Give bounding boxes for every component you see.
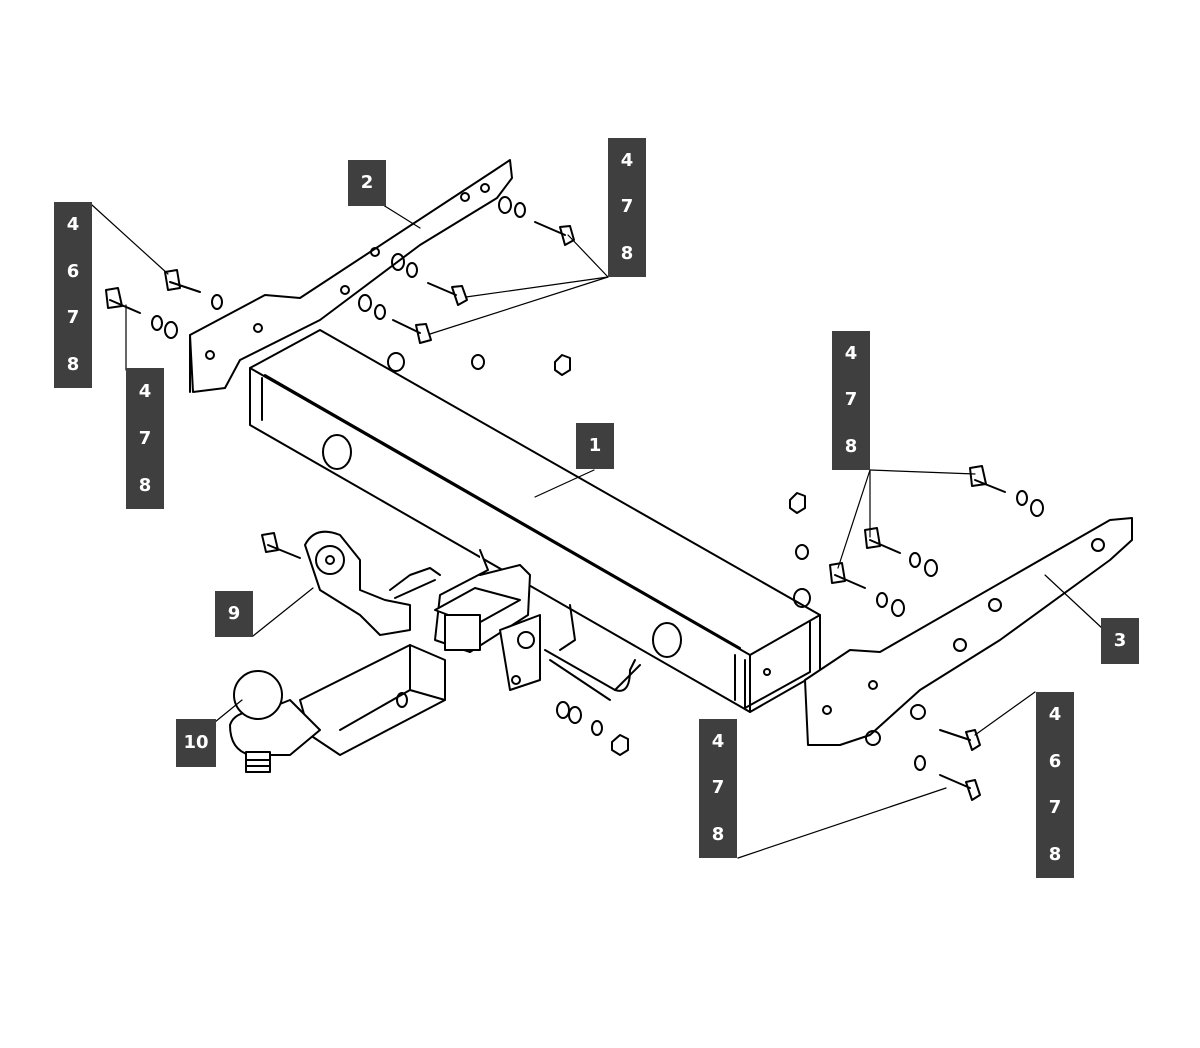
stack-left-upper-item: 7 — [66, 307, 80, 329]
callout-part-9-text: 9 — [227, 603, 241, 624]
stack-left-upper-item: 8 — [66, 353, 80, 375]
callout-stack-left-lower: 4 7 8 — [126, 368, 164, 509]
stack-left-lower-item: 4 — [138, 380, 152, 402]
fastener-bolts — [105, 221, 1006, 801]
stack-bottom-center-item: 8 — [711, 823, 725, 845]
callout-stack-right-lower: 4 6 7 8 — [1036, 692, 1074, 878]
stack-left-lower-item: 7 — [138, 427, 152, 449]
stack-right-upper-item: 4 — [844, 343, 858, 365]
leader-lines — [91, 194, 1104, 859]
callout-stack-bottom-center: 4 7 8 — [699, 719, 737, 858]
callout-stack-right-upper: 4 7 8 — [832, 331, 870, 470]
socket-plate — [304, 530, 441, 636]
left-mounting-bracket — [189, 159, 513, 393]
callout-part-10: 10 — [176, 719, 216, 767]
stack-top-center-item: 7 — [620, 196, 634, 218]
stack-right-upper-item: 8 — [844, 435, 858, 457]
callout-part-1: 1 — [576, 423, 614, 469]
callout-part-3: 3 — [1101, 618, 1139, 664]
stack-top-center-item: 8 — [620, 242, 634, 264]
tow-ball — [229, 670, 321, 773]
stack-right-lower-item: 7 — [1048, 797, 1062, 819]
callout-stack-left-upper: 4 6 7 8 — [54, 202, 92, 388]
receiver-housing — [434, 549, 576, 691]
fastener-washers-nuts — [151, 196, 1044, 771]
callout-part-3-text: 3 — [1113, 630, 1127, 651]
main-cross-tube — [249, 329, 821, 713]
callout-part-2-text: 2 — [360, 172, 374, 193]
stack-right-lower-item: 8 — [1048, 843, 1062, 865]
stack-left-lower-item: 8 — [138, 474, 152, 496]
stack-bottom-center-item: 7 — [711, 777, 725, 799]
callout-part-2: 2 — [348, 160, 386, 206]
stack-right-lower-item: 4 — [1048, 704, 1062, 726]
stack-left-upper-item: 6 — [66, 260, 80, 282]
stack-left-upper-item: 4 — [66, 214, 80, 236]
callout-part-10-text: 10 — [183, 732, 209, 753]
ball-mount-drawbar — [299, 644, 446, 756]
stack-right-lower-item: 6 — [1048, 750, 1062, 772]
callout-stack-top-center: 4 7 8 — [608, 138, 646, 277]
stack-bottom-center-item: 4 — [711, 731, 725, 753]
stack-right-upper-item: 7 — [844, 389, 858, 411]
right-mounting-bracket — [804, 517, 1133, 746]
stack-top-center-item: 4 — [620, 150, 634, 172]
callout-part-9: 9 — [215, 591, 253, 637]
callout-part-1-text: 1 — [588, 435, 602, 456]
hitch-pin — [544, 649, 641, 701]
